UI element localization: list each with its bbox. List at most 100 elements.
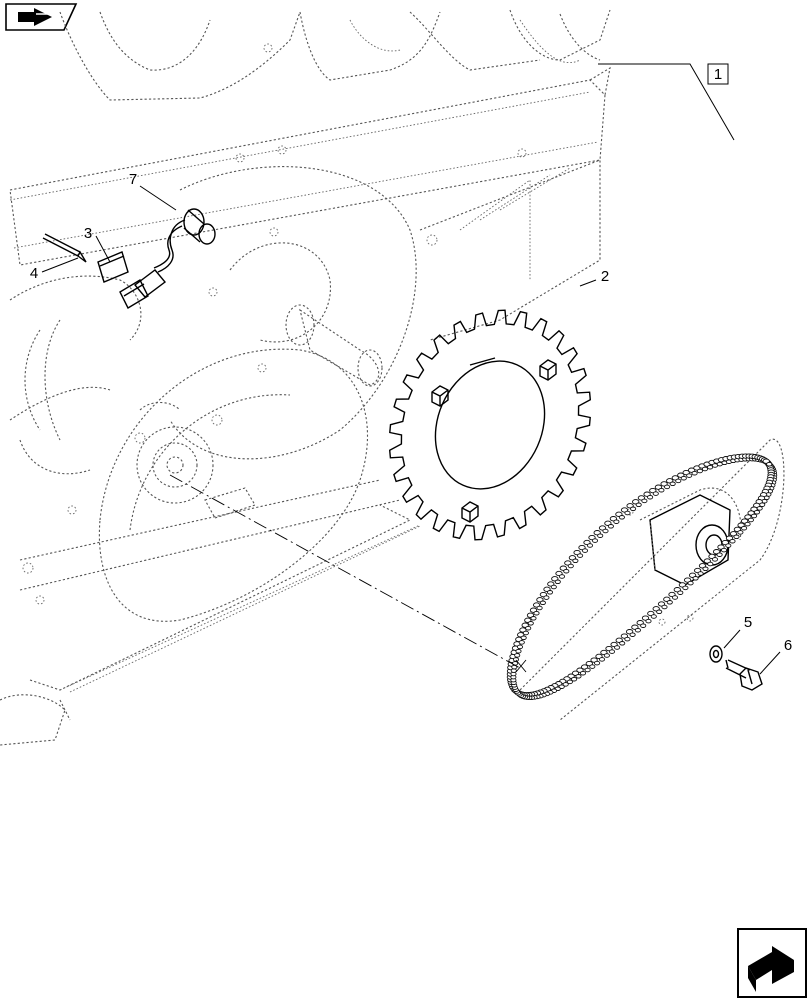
chain-link — [720, 547, 728, 553]
callout-label-3: 3 — [84, 225, 92, 242]
chain-link — [707, 561, 714, 567]
chain-link — [741, 525, 748, 531]
chain-link — [530, 616, 537, 621]
callout-label-6: 6 — [784, 637, 792, 654]
chain-link — [589, 664, 596, 669]
chain-link — [522, 630, 529, 636]
bolt — [725, 659, 763, 691]
chain-link — [751, 513, 758, 519]
chain-link — [558, 574, 566, 579]
chain-link — [618, 515, 625, 520]
sprocket-nut — [539, 359, 557, 381]
chain-link — [594, 660, 601, 666]
chain-link — [566, 679, 573, 685]
frame-assembly-ghost — [0, 9, 611, 746]
chain-link — [571, 676, 578, 682]
chain-link — [675, 478, 682, 484]
chain-link — [575, 674, 582, 679]
chain-link — [512, 657, 520, 662]
chain-link — [634, 627, 641, 633]
chain-link — [696, 468, 703, 474]
chain-link — [669, 481, 676, 487]
chain-link — [682, 585, 689, 591]
callout-label-1: 1 — [714, 66, 722, 83]
chain-link — [691, 470, 698, 476]
chain-link — [661, 604, 668, 610]
chain-link — [759, 502, 766, 507]
chain-link — [711, 557, 719, 562]
callout-label-4: 4 — [30, 265, 38, 282]
chain-link — [652, 491, 659, 496]
chain-link — [744, 521, 751, 527]
chain-link — [608, 649, 616, 654]
chain-link — [707, 464, 714, 470]
chain-link — [527, 621, 534, 626]
chain-link — [635, 502, 642, 508]
chain-link — [624, 636, 631, 642]
chain-link — [629, 632, 636, 637]
chain-link — [603, 653, 610, 658]
chain-link — [666, 600, 673, 605]
callout-label-5: 5 — [744, 614, 752, 631]
chain-link — [733, 534, 740, 540]
chain-link — [546, 590, 554, 595]
next-page-arrow-icon[interactable] — [737, 928, 807, 998]
callout-2: 2 — [579, 268, 609, 287]
chain-link — [664, 484, 671, 490]
chain-link — [591, 538, 599, 543]
sensor-mounting-plate — [97, 251, 129, 283]
chain-link — [572, 558, 579, 564]
callout-4: 4 — [30, 257, 79, 282]
callout-label-2: 2 — [601, 268, 609, 285]
washer — [709, 645, 723, 663]
speed-sensor-assembly — [119, 208, 216, 309]
chain-link — [645, 618, 652, 624]
chain-link — [581, 548, 589, 553]
chain-link — [584, 667, 591, 673]
drive-chain-assembly — [506, 438, 785, 721]
chain-link — [680, 475, 687, 481]
chain-link — [702, 566, 709, 572]
chain-link — [550, 584, 557, 590]
chain-link — [543, 595, 550, 600]
chain-link — [598, 657, 606, 662]
chain-link — [624, 510, 631, 516]
assembly-centerline — [169, 474, 521, 669]
chain-link — [737, 530, 744, 535]
chain-link — [640, 623, 647, 628]
chain-link — [520, 635, 527, 641]
chain-link — [536, 605, 543, 611]
chain-link — [658, 487, 665, 493]
chain-link — [607, 524, 614, 529]
chain-link — [579, 670, 587, 676]
chain-link — [747, 517, 754, 523]
chain-link — [577, 553, 584, 558]
chain-link — [516, 644, 524, 650]
chain-link — [619, 641, 626, 646]
chain-link — [539, 600, 546, 606]
previous-page-arrow-icon[interactable] — [5, 3, 78, 31]
chain-link — [656, 609, 663, 615]
callout-7: 7 — [129, 171, 177, 211]
chain-link — [562, 682, 569, 687]
centerline-end-mark — [515, 659, 527, 673]
callout-3: 3 — [84, 225, 111, 263]
chain-link — [602, 528, 609, 534]
callout-label-7: 7 — [129, 171, 137, 188]
chain-link — [697, 571, 704, 576]
chain-link — [525, 625, 532, 631]
chain-link — [567, 563, 574, 569]
chain-link — [515, 648, 522, 654]
chain-link — [630, 506, 637, 512]
chain-link — [597, 533, 604, 538]
chain-link — [641, 498, 648, 504]
chain-link — [671, 595, 679, 600]
chain-link — [613, 519, 620, 524]
chain-link — [563, 568, 570, 574]
callout-5: 5 — [723, 614, 752, 649]
chain-link — [533, 610, 540, 616]
chain-link — [614, 645, 621, 650]
chain-link — [725, 543, 732, 548]
chain-link — [756, 506, 763, 511]
